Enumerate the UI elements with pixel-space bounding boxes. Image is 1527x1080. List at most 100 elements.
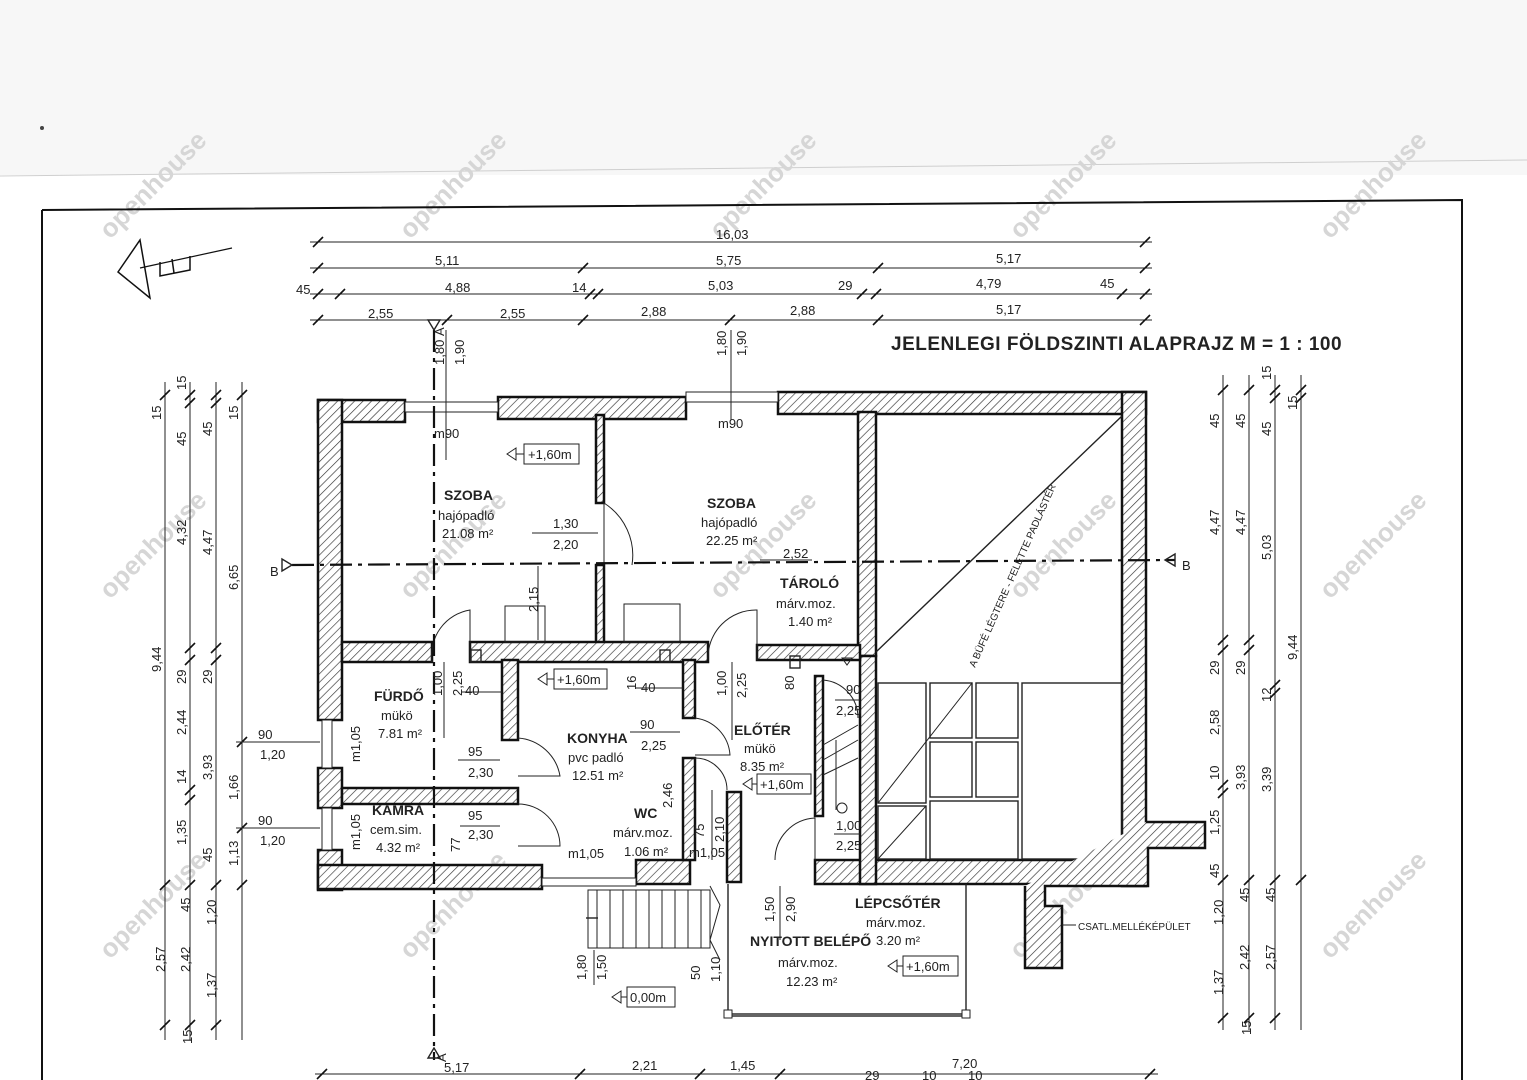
svg-text:+1,60m: +1,60m bbox=[557, 672, 601, 687]
inner-dimensions: 1,80 1,90 1,80 1,90 m90 m90 1,30 2,20 2,… bbox=[236, 330, 861, 985]
svg-text:3,93: 3,93 bbox=[1233, 765, 1248, 790]
svg-text:1,30: 1,30 bbox=[553, 516, 578, 531]
svg-text:15: 15 bbox=[149, 406, 164, 420]
svg-text:29: 29 bbox=[865, 1068, 879, 1080]
svg-text:10: 10 bbox=[1207, 766, 1222, 780]
svg-text:15: 15 bbox=[226, 406, 241, 420]
svg-text:+1,60m: +1,60m bbox=[760, 777, 804, 792]
upper-margin bbox=[0, 0, 1527, 175]
svg-text:95: 95 bbox=[468, 808, 482, 823]
svg-text:12.23 m²: 12.23 m² bbox=[786, 974, 838, 989]
svg-text:1,00: 1,00 bbox=[836, 818, 861, 833]
svg-text:2,57: 2,57 bbox=[153, 947, 168, 972]
attic-area: A BÜFÉ LÉGTERE - FELETTE PADLÁSTÉR bbox=[875, 415, 1123, 860]
svg-text:KAMRA: KAMRA bbox=[372, 802, 424, 818]
svg-text:2,42: 2,42 bbox=[178, 947, 193, 972]
svg-text:45: 45 bbox=[174, 432, 189, 446]
svg-text:4,47: 4,47 bbox=[1207, 510, 1222, 535]
open-entrance bbox=[723, 884, 971, 1019]
watermark: openhouse bbox=[1313, 845, 1432, 964]
svg-text:75: 75 bbox=[692, 824, 707, 838]
svg-text:90: 90 bbox=[846, 682, 860, 697]
dim-label: 2,55 bbox=[368, 306, 393, 321]
svg-text:márv.moz.: márv.moz. bbox=[866, 915, 926, 930]
svg-text:22.25 m²: 22.25 m² bbox=[706, 533, 758, 548]
svg-text:40: 40 bbox=[465, 683, 479, 698]
annex-label: CSATL.MELLÉKÉPÜLET bbox=[1078, 920, 1191, 933]
room-kamra: KAMRA cem.sim. 4.32 m² bbox=[370, 802, 424, 855]
svg-text:m1,05: m1,05 bbox=[348, 726, 363, 762]
fold-line bbox=[0, 159, 1527, 177]
dim-label: 5,17 bbox=[996, 251, 1021, 266]
svg-text:2,21: 2,21 bbox=[632, 1058, 657, 1073]
svg-text:+1,60m: +1,60m bbox=[906, 959, 950, 974]
dim-label: 5,17 bbox=[996, 302, 1021, 317]
svg-text:45: 45 bbox=[200, 848, 215, 862]
level-marker: +1,60m bbox=[537, 668, 608, 690]
svg-text:1,20: 1,20 bbox=[204, 900, 219, 925]
watermarks: openhouse openhouse openhouse openhouse … bbox=[93, 125, 1432, 964]
svg-text:1,10: 1,10 bbox=[708, 957, 723, 982]
svg-text:SZOBA: SZOBA bbox=[707, 495, 756, 511]
svg-text:40: 40 bbox=[641, 680, 655, 695]
svg-text:1,45: 1,45 bbox=[730, 1058, 755, 1073]
svg-text:KONYHA: KONYHA bbox=[567, 730, 628, 746]
svg-text:15: 15 bbox=[1259, 366, 1274, 380]
svg-text:10: 10 bbox=[968, 1068, 982, 1080]
room-lepcsoter: LÉPCSŐTÉR márv.moz. 3.20 m² bbox=[855, 894, 941, 948]
svg-text:B: B bbox=[1182, 558, 1191, 573]
dim-label: 4,79 bbox=[976, 276, 1001, 291]
svg-text:+1,60m: +1,60m bbox=[528, 447, 572, 462]
svg-text:45: 45 bbox=[1263, 888, 1278, 902]
svg-text:2,58: 2,58 bbox=[1207, 710, 1222, 735]
windows bbox=[321, 391, 779, 887]
svg-text:1,20: 1,20 bbox=[260, 747, 285, 762]
svg-text:77: 77 bbox=[448, 838, 463, 852]
annex-building: CSATL.MELLÉKÉPÜLET bbox=[1023, 820, 1207, 970]
svg-text:2,15: 2,15 bbox=[526, 587, 541, 612]
svg-text:3,39: 3,39 bbox=[1259, 767, 1274, 792]
fixtures bbox=[470, 603, 853, 669]
svg-text:21.08 m²: 21.08 m² bbox=[442, 526, 494, 541]
dim-label: 2,88 bbox=[641, 304, 666, 319]
svg-text:márv.moz.: márv.moz. bbox=[613, 825, 673, 840]
svg-text:3.20 m²: 3.20 m² bbox=[876, 933, 921, 948]
svg-text:15: 15 bbox=[180, 1030, 195, 1044]
svg-text:2,46: 2,46 bbox=[660, 783, 675, 808]
svg-text:2,52: 2,52 bbox=[783, 546, 808, 561]
watermark: openhouse bbox=[393, 845, 512, 964]
svg-text:hajópadló: hajópadló bbox=[701, 515, 757, 530]
svg-text:16: 16 bbox=[624, 676, 639, 690]
svg-text:m1,05: m1,05 bbox=[348, 814, 363, 850]
level-marker: +1,60m bbox=[887, 955, 959, 977]
svg-text:4,47: 4,47 bbox=[1233, 510, 1248, 535]
svg-text:14: 14 bbox=[174, 770, 189, 784]
dim-label: 5,03 bbox=[708, 278, 733, 293]
walls bbox=[316, 390, 1148, 892]
svg-text:2,30: 2,30 bbox=[468, 827, 493, 842]
dim-label: 2,55 bbox=[500, 306, 525, 321]
svg-text:4,47: 4,47 bbox=[200, 530, 215, 555]
svg-text:FÜRDŐ: FÜRDŐ bbox=[374, 687, 424, 704]
svg-text:TÁROLÓ: TÁROLÓ bbox=[780, 574, 839, 591]
svg-text:12: 12 bbox=[1259, 688, 1274, 702]
svg-text:90: 90 bbox=[640, 717, 654, 732]
room-tarolo: TÁROLÓ márv.moz. 1.40 m² bbox=[776, 574, 839, 629]
svg-text:15: 15 bbox=[174, 376, 189, 390]
scan-dot bbox=[40, 126, 44, 130]
svg-text:45: 45 bbox=[1259, 422, 1274, 436]
bottom-dimensions: 5,17 2,21 1,45 7,20 29 10 10 bbox=[315, 1056, 1158, 1080]
right-dimensions: 15 45 45 45 15 4,47 4,47 5,03 9,44 29 29… bbox=[1207, 366, 1307, 1035]
svg-text:mükö: mükö bbox=[381, 708, 413, 723]
watermark: openhouse bbox=[93, 485, 212, 604]
svg-text:SZOBA: SZOBA bbox=[444, 487, 493, 503]
svg-text:ELŐTÉR: ELŐTÉR bbox=[734, 721, 791, 738]
svg-text:m90: m90 bbox=[718, 416, 743, 431]
svg-text:2,25: 2,25 bbox=[450, 671, 465, 696]
svg-text:1,37: 1,37 bbox=[1211, 970, 1226, 995]
svg-text:1.40 m²: 1.40 m² bbox=[788, 614, 833, 629]
svg-text:1,50: 1,50 bbox=[762, 897, 777, 922]
svg-text:90: 90 bbox=[258, 813, 272, 828]
